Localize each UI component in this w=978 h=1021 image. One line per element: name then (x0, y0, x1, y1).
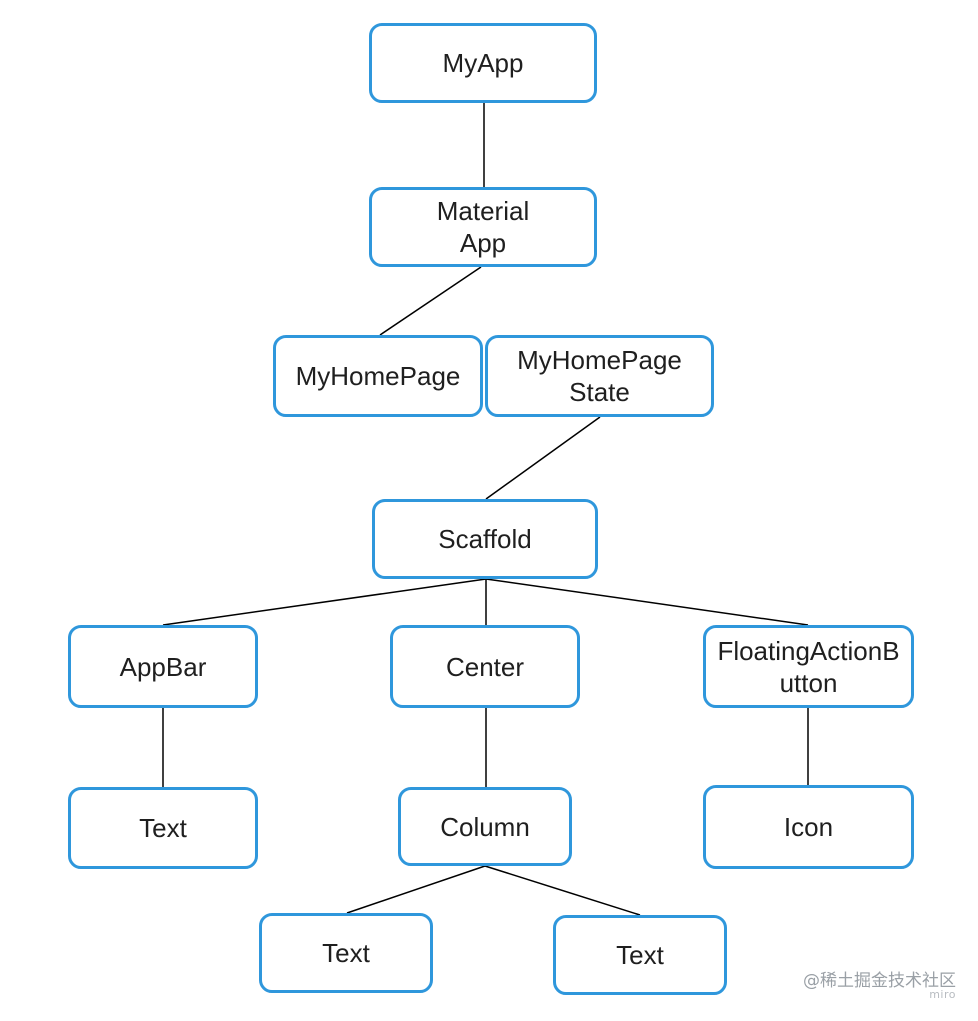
node-app-bar[interactable]: AppBar (68, 625, 258, 708)
edge-material-myhomepage (379, 266, 482, 336)
node-my-home-page[interactable]: MyHomePage (273, 335, 483, 417)
node-myapp[interactable]: MyApp (369, 23, 597, 103)
node-scaffold[interactable]: Scaffold (372, 499, 598, 579)
node-material-app[interactable]: Material App (369, 187, 597, 267)
node-column-text-left[interactable]: Text (259, 913, 433, 993)
brand-label: miro (929, 988, 956, 1001)
watermark: @稀土掘金技术社区 (803, 971, 956, 991)
edge-scaffold-fab (485, 578, 809, 626)
node-center[interactable]: Center (390, 625, 580, 708)
node-icon[interactable]: Icon (703, 785, 914, 869)
node-floating-action-button[interactable]: FloatingActionB utton (703, 625, 914, 708)
node-my-home-page-state[interactable]: MyHomePage State (485, 335, 714, 417)
edge-column-text-left (346, 865, 486, 914)
node-app-bar-text[interactable]: Text (68, 787, 258, 869)
edge-column-text-right (484, 865, 641, 916)
edge-scaffold-appbar (162, 578, 487, 626)
node-column[interactable]: Column (398, 787, 572, 866)
node-column-text-right[interactable]: Text (553, 915, 727, 995)
edge-state-scaffold (485, 416, 601, 500)
